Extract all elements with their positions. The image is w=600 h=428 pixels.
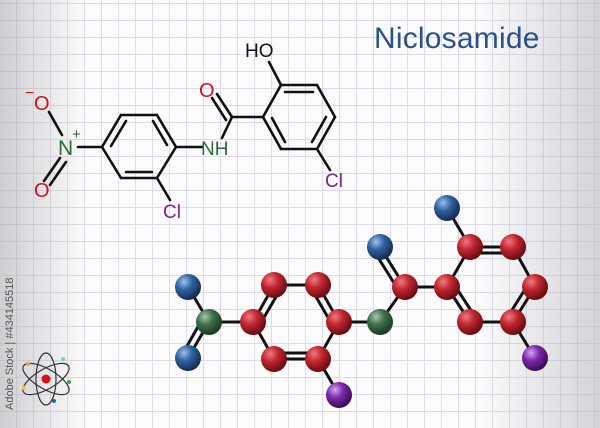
carbon-atom-ball [240, 309, 266, 335]
plus-sign: + [72, 126, 81, 143]
ball-and-stick-atoms [175, 195, 548, 408]
ball-and-stick-model [181, 207, 537, 396]
oxygen-atom-ball [175, 345, 201, 371]
nitro-o-label: O [34, 180, 50, 202]
chlorine-right-label: Cl [325, 171, 343, 192]
carbon-atom-ball [457, 309, 483, 335]
carbonyl-o-label: O [199, 80, 215, 102]
amide-nh-label: NH [201, 139, 228, 160]
carbon-atom-ball [500, 309, 526, 335]
stock-watermark: Adobe Stock | #434145518 [4, 277, 16, 410]
page-title: Niclosamide [374, 22, 540, 55]
carbon-atom-ball [392, 274, 418, 300]
carbon-atom-ball [261, 272, 287, 298]
nitro-n-label: N [58, 137, 73, 160]
carbon-atom-ball [326, 309, 352, 335]
carbon-atom-ball [305, 272, 331, 298]
nitrogen-atom-ball [367, 309, 393, 335]
carbon-atom-ball [500, 234, 526, 260]
chlorine-left-label: Cl [163, 202, 181, 223]
nitrogen-atom-ball [196, 309, 222, 335]
atom-icon [22, 352, 71, 406]
carbon-atom-ball [305, 346, 331, 372]
oxygen-atom-ball [367, 234, 393, 260]
oxygen-atom-ball [434, 195, 460, 221]
chlorine-atom-ball [326, 382, 352, 408]
hydroxyl-label: HO [245, 41, 274, 62]
nitro-o-minus-label: O [34, 93, 50, 115]
carbon-atom-ball [434, 274, 460, 300]
chlorine-atom-ball [522, 345, 548, 371]
carbon-atom-ball [457, 234, 483, 260]
carbon-atom-ball [261, 346, 287, 372]
carbon-atom-ball [522, 274, 548, 300]
minus-sign: − [25, 85, 34, 102]
oxygen-atom-ball [175, 274, 201, 300]
